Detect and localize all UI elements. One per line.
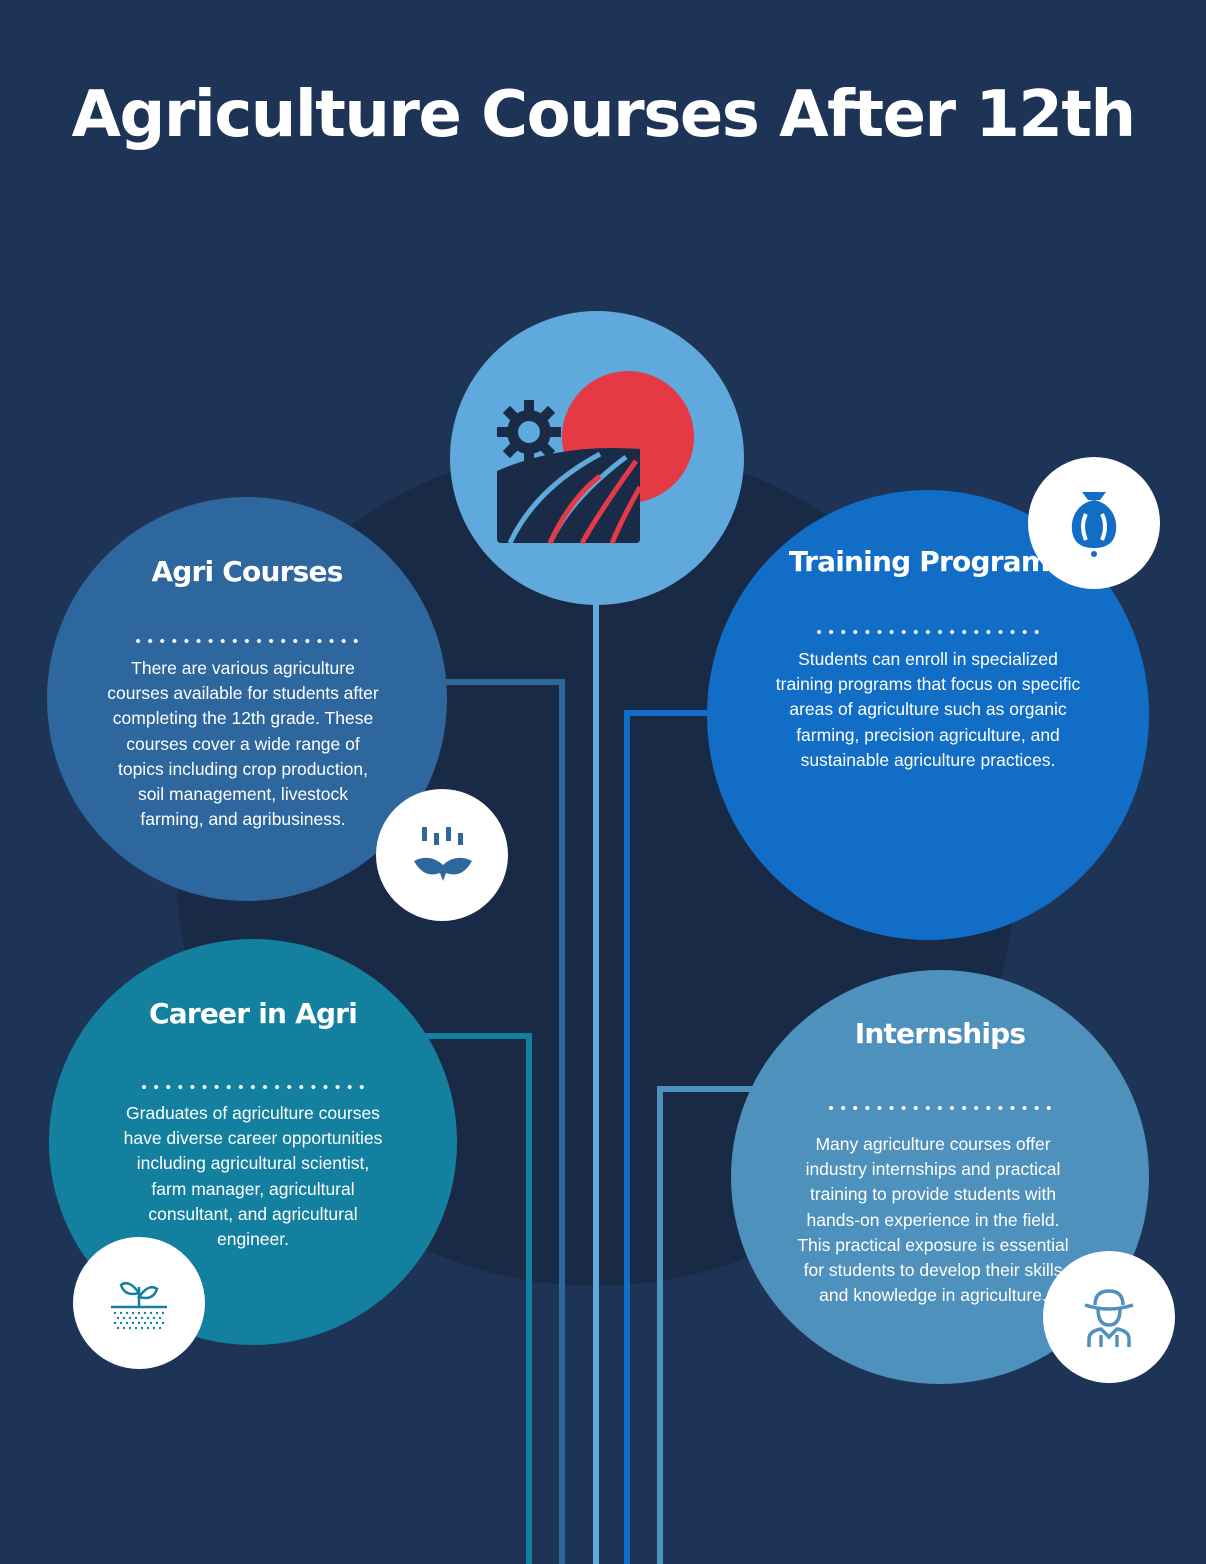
career-in-agri-heading: Career in Agri <box>149 997 358 1030</box>
training-programs-text: Students can enroll in specialized train… <box>775 649 1081 770</box>
agri-courses-badge <box>376 789 508 921</box>
dotted-divider <box>813 629 1043 635</box>
connector-training <box>624 710 720 1564</box>
farm-field-sun-icon <box>497 371 694 545</box>
sprout-soil-icon <box>111 1282 167 1330</box>
agri-courses-heading: Agri Courses <box>151 555 343 588</box>
hub-circle <box>450 311 744 605</box>
internships-heading: Internships <box>854 1017 1026 1050</box>
internships-text: Many agriculture courses offer industry … <box>797 1134 1069 1306</box>
training-programs-heading: Training Programs <box>788 545 1066 578</box>
farmer-icon <box>1084 1289 1134 1347</box>
seed-pod-icon <box>1071 492 1117 557</box>
page-title: Agriculture Courses After 12th <box>71 78 1136 152</box>
career-in-agri-badge <box>73 1237 205 1369</box>
seedling-rain-icon <box>414 827 472 881</box>
connector-internships <box>657 1086 760 1564</box>
dotted-divider <box>132 638 362 644</box>
connector-career <box>420 1033 532 1564</box>
internships-badge <box>1043 1251 1175 1383</box>
dotted-divider <box>825 1105 1055 1111</box>
agri-courses-text: There are various agriculture courses av… <box>107 658 379 830</box>
connector-agri-courses <box>440 679 565 1564</box>
dotted-divider <box>138 1084 368 1090</box>
training-programs-badge <box>1028 457 1160 589</box>
career-in-agri-text: Graduates of agriculture courses have di… <box>123 1103 383 1250</box>
